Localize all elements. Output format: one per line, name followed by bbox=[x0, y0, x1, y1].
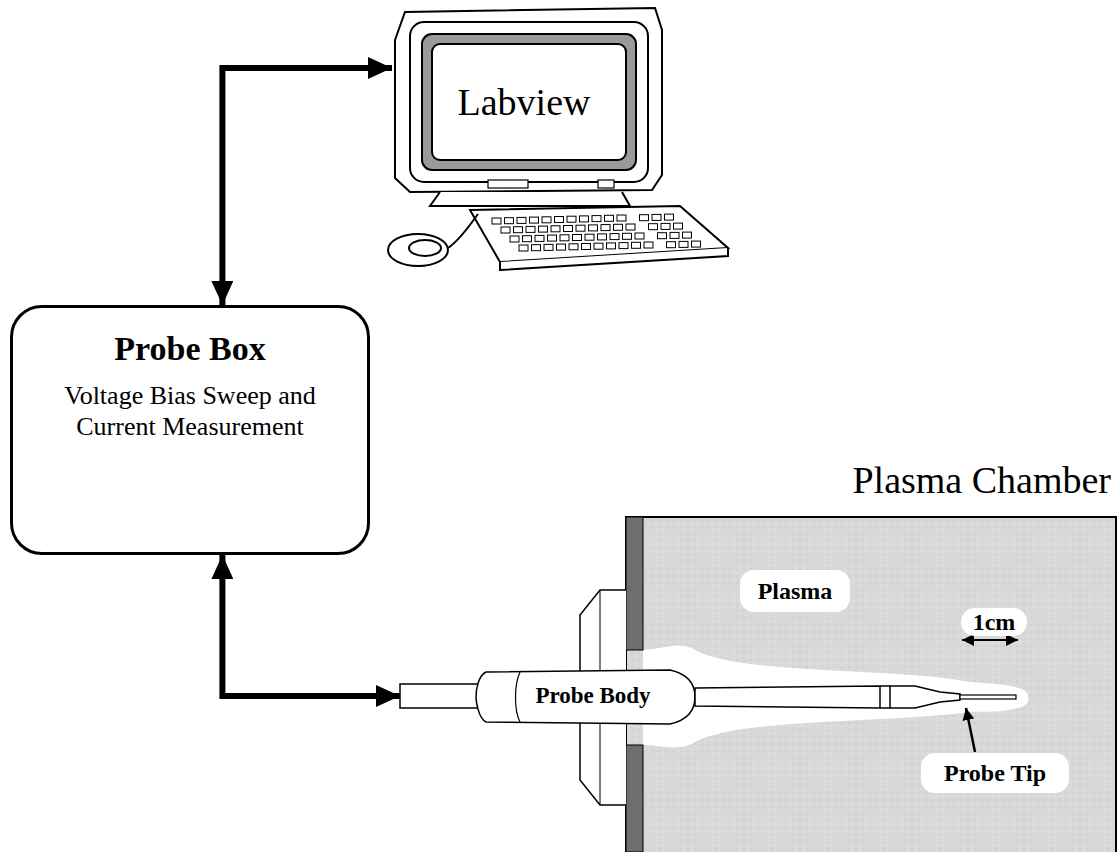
keyboard-key bbox=[626, 224, 635, 230]
keyboard-key bbox=[661, 223, 670, 229]
keyboard-key bbox=[674, 223, 683, 229]
keyboard-key bbox=[605, 215, 614, 221]
keyboard-key bbox=[539, 226, 548, 232]
keyboard-key bbox=[492, 218, 501, 224]
keyboard-key bbox=[665, 214, 674, 220]
plasma-chamber bbox=[400, 517, 1116, 852]
keyboard-key bbox=[526, 226, 535, 232]
keyboard-key bbox=[589, 225, 598, 231]
keyboard-key bbox=[592, 216, 601, 222]
keyboard-key bbox=[576, 225, 585, 231]
keyboard-key bbox=[519, 245, 528, 251]
keyboard-key bbox=[530, 217, 539, 223]
node-title: Plasma Chamber bbox=[625, 458, 1119, 502]
keyboard-key bbox=[594, 243, 603, 249]
region-label: Plasma bbox=[740, 570, 850, 612]
part-label: Probe Tip bbox=[921, 753, 1069, 793]
node-title: Probe Tip bbox=[944, 760, 1046, 787]
keyboard-key bbox=[573, 235, 582, 241]
keyboard-key bbox=[514, 227, 523, 233]
keyboard-key bbox=[560, 235, 569, 241]
keyboard-key bbox=[582, 244, 591, 250]
keyboard-key bbox=[505, 218, 514, 224]
keyboard-key bbox=[523, 236, 532, 242]
keyboard-key bbox=[551, 226, 560, 232]
keyboard-key bbox=[607, 243, 616, 249]
keyboard-key bbox=[623, 233, 632, 239]
keyboard-key bbox=[564, 226, 573, 232]
keyboard-key bbox=[614, 224, 623, 230]
keyboard-key bbox=[619, 243, 628, 249]
keyboard-key bbox=[532, 245, 541, 251]
keyboard-key bbox=[667, 242, 676, 248]
keyboard-key bbox=[569, 244, 578, 250]
computer-illustration bbox=[388, 8, 728, 270]
double-arrow bbox=[222, 68, 392, 305]
computer-monitor: Labview bbox=[392, 8, 664, 194]
keyboard-key bbox=[617, 215, 626, 221]
keyboard-key bbox=[548, 235, 557, 241]
keyboard-key bbox=[580, 216, 589, 222]
node-title: Probe Box bbox=[33, 330, 347, 368]
keyboard-key bbox=[517, 217, 526, 223]
keyboard-key bbox=[649, 224, 658, 230]
probe-box: Probe BoxVoltage Bias Sweep and Current … bbox=[10, 305, 370, 555]
node-title: 1cm bbox=[973, 609, 1016, 636]
node-title: Probe Body bbox=[535, 683, 650, 709]
node-body: Voltage Bias Sweep and Current Measureme… bbox=[45, 380, 335, 442]
double-arrow bbox=[222, 555, 400, 696]
keyboard-key bbox=[644, 242, 653, 248]
node-title: Labview bbox=[392, 80, 656, 124]
keyboard-key bbox=[635, 233, 644, 239]
keyboard-key bbox=[632, 242, 641, 248]
keyboard-key bbox=[658, 233, 667, 239]
keyboard-key bbox=[542, 217, 551, 223]
keyboard-key bbox=[501, 227, 510, 233]
plasma-chamber: Plasma ChamberPlasma 1cmProbe Tip bbox=[625, 458, 1119, 852]
keyboard-key bbox=[601, 225, 610, 231]
node-title: Plasma bbox=[758, 578, 833, 605]
probe-body: Probe Body bbox=[400, 665, 696, 727]
keyboard-key bbox=[555, 217, 564, 223]
keyboard-key bbox=[692, 241, 701, 247]
keyboard-key bbox=[544, 244, 553, 250]
dimension-label: 1cm bbox=[961, 608, 1027, 636]
keyboard-key bbox=[679, 241, 688, 247]
keyboard-key bbox=[567, 216, 576, 222]
keyboard-key bbox=[510, 236, 519, 242]
keyboard-key bbox=[610, 234, 619, 240]
keyboard-key bbox=[670, 232, 679, 238]
keyboard-key bbox=[683, 232, 692, 238]
keyboard-key bbox=[640, 215, 649, 221]
keyboard-key bbox=[598, 234, 607, 240]
keyboard-key bbox=[557, 244, 566, 250]
keyboard-key bbox=[585, 234, 594, 240]
keyboard-key bbox=[535, 235, 544, 241]
keyboard-key bbox=[652, 214, 661, 220]
